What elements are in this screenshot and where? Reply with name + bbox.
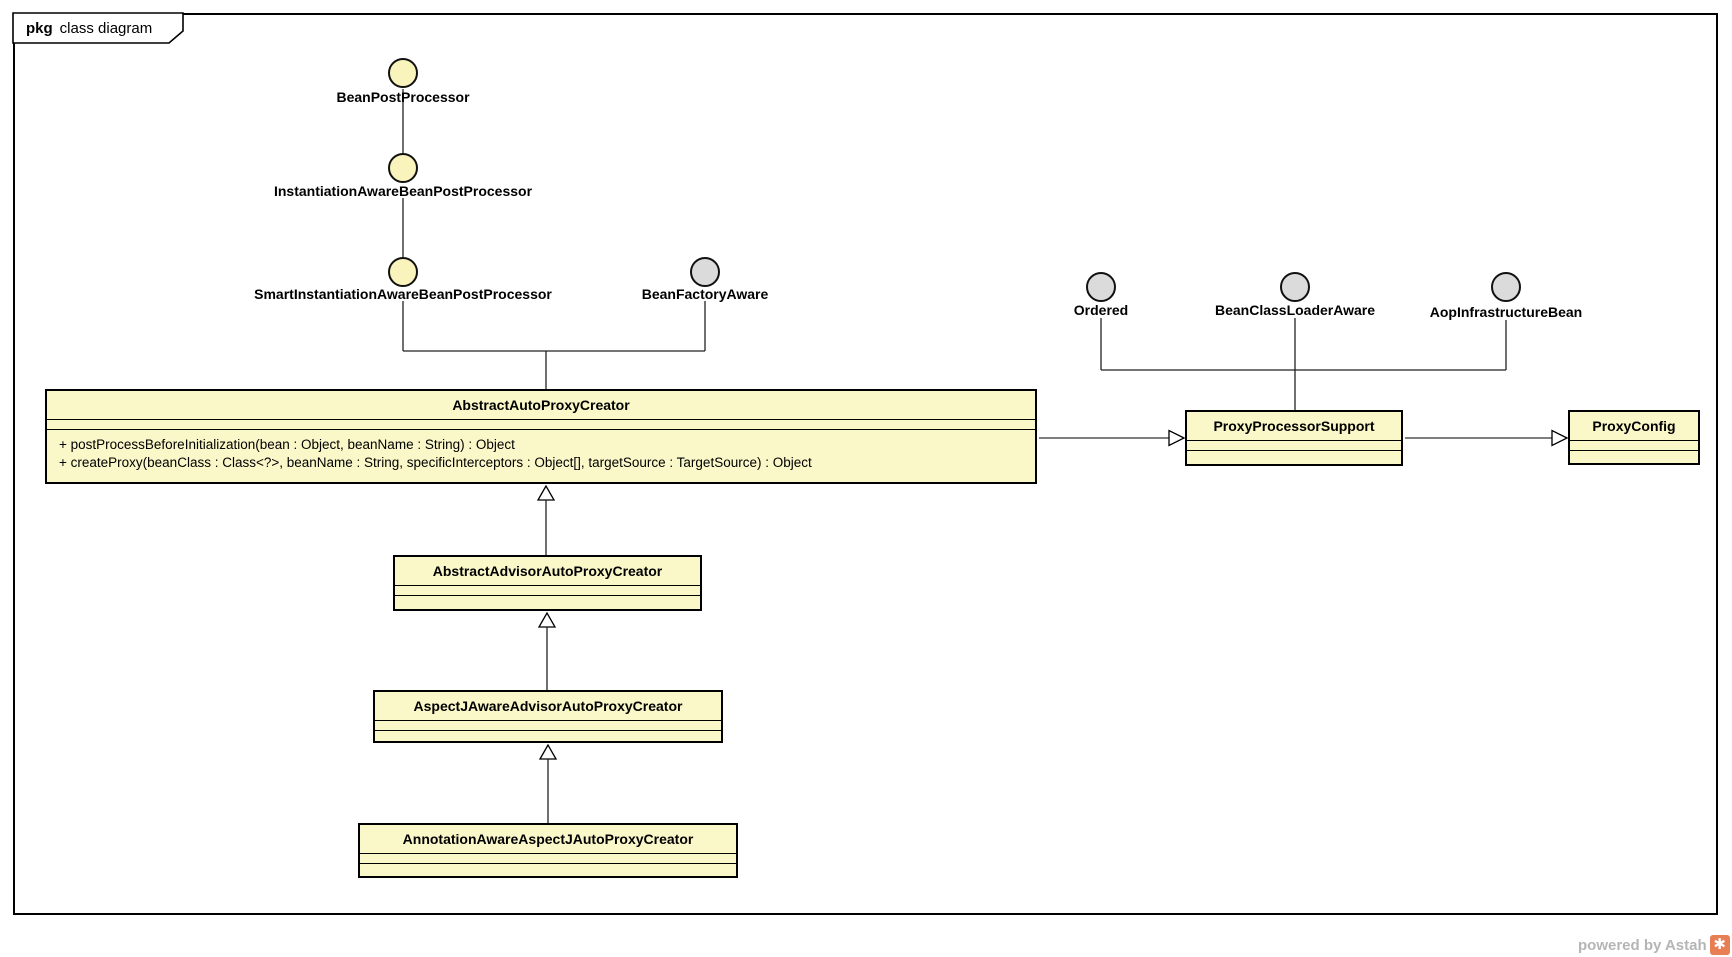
interface-label: AopInfrastructureBean (1429, 304, 1583, 320)
attributes-compartment (47, 419, 1035, 429)
class-name: AbstractAutoProxyCreator (452, 397, 630, 413)
attributes-compartment (395, 585, 700, 595)
interface-lollipop-bean-class-loader-aware[interactable] (1280, 272, 1310, 302)
astah-logo-icon: ✱ (1709, 935, 1730, 955)
operations-compartment (360, 863, 736, 876)
interface-lollipop-aop-infrastructure-bean[interactable] (1491, 272, 1521, 302)
class-box-proxy-config[interactable]: ProxyConfig (1568, 410, 1700, 465)
class-name: AspectJAwareAdvisorAutoProxyCreator (413, 698, 683, 714)
package-frame-border (13, 13, 1718, 915)
class-box-abstract-advisor-auto-proxy-creator[interactable]: AbstractAdvisorAutoProxyCreator (393, 555, 702, 611)
class-name: AnnotationAwareAspectJAutoProxyCreator (402, 831, 694, 847)
interface-lollipop-instantiation-aware-bean-post-processor[interactable] (388, 153, 418, 183)
operations-compartment (375, 730, 721, 741)
attributes-compartment (1570, 440, 1698, 450)
class-box-annotation-aware-aspectj-auto-proxy-creator[interactable]: AnnotationAwareAspectJAutoProxyCreator (358, 823, 738, 878)
package-keyword: pkg (26, 20, 53, 37)
operation: + createProxy(beanClass : Class<?>, bean… (59, 455, 812, 470)
interface-lollipop-ordered[interactable] (1086, 272, 1116, 302)
interface-lollipop-smart-instantiation-aware-bean-post-processor[interactable] (388, 257, 418, 287)
interface-lollipop-bean-post-processor[interactable] (388, 58, 418, 88)
interface-label: Ordered (1073, 302, 1129, 318)
attributes-compartment (375, 720, 721, 730)
operations-compartment (1187, 450, 1401, 464)
watermark: powered by Astah ✱ (1578, 935, 1730, 955)
package-tab: pkg class diagram (26, 20, 152, 37)
class-name: ProxyProcessorSupport (1213, 418, 1375, 434)
interface-label: BeanClassLoaderAware (1214, 302, 1376, 318)
interface-label: BeanFactoryAware (641, 286, 769, 302)
watermark-text: powered by Astah (1578, 936, 1707, 954)
class-box-abstract-auto-proxy-creator[interactable]: AbstractAutoProxyCreator + postProcessBe… (45, 389, 1037, 484)
operations-compartment (1570, 450, 1698, 463)
class-box-proxy-processor-support[interactable]: ProxyProcessorSupport (1185, 410, 1403, 466)
operations-compartment: + postProcessBeforeInitialization(bean :… (47, 429, 1035, 482)
operations-compartment (395, 595, 700, 609)
attributes-compartment (1187, 440, 1401, 450)
class-name: ProxyConfig (1592, 418, 1676, 434)
interface-label: BeanPostProcessor (336, 89, 470, 105)
interface-label: SmartInstantiationAwareBeanPostProcessor (254, 286, 552, 302)
class-name: AbstractAdvisorAutoProxyCreator (432, 563, 663, 579)
interface-label: InstantiationAwareBeanPostProcessor (273, 183, 533, 199)
operation: + postProcessBeforeInitialization(bean :… (59, 437, 515, 452)
interface-lollipop-bean-factory-aware[interactable] (690, 257, 720, 287)
attributes-compartment (360, 853, 736, 863)
class-box-aspectj-aware-advisor-auto-proxy-creator[interactable]: AspectJAwareAdvisorAutoProxyCreator (373, 690, 723, 743)
diagram-title: class diagram (59, 20, 153, 37)
